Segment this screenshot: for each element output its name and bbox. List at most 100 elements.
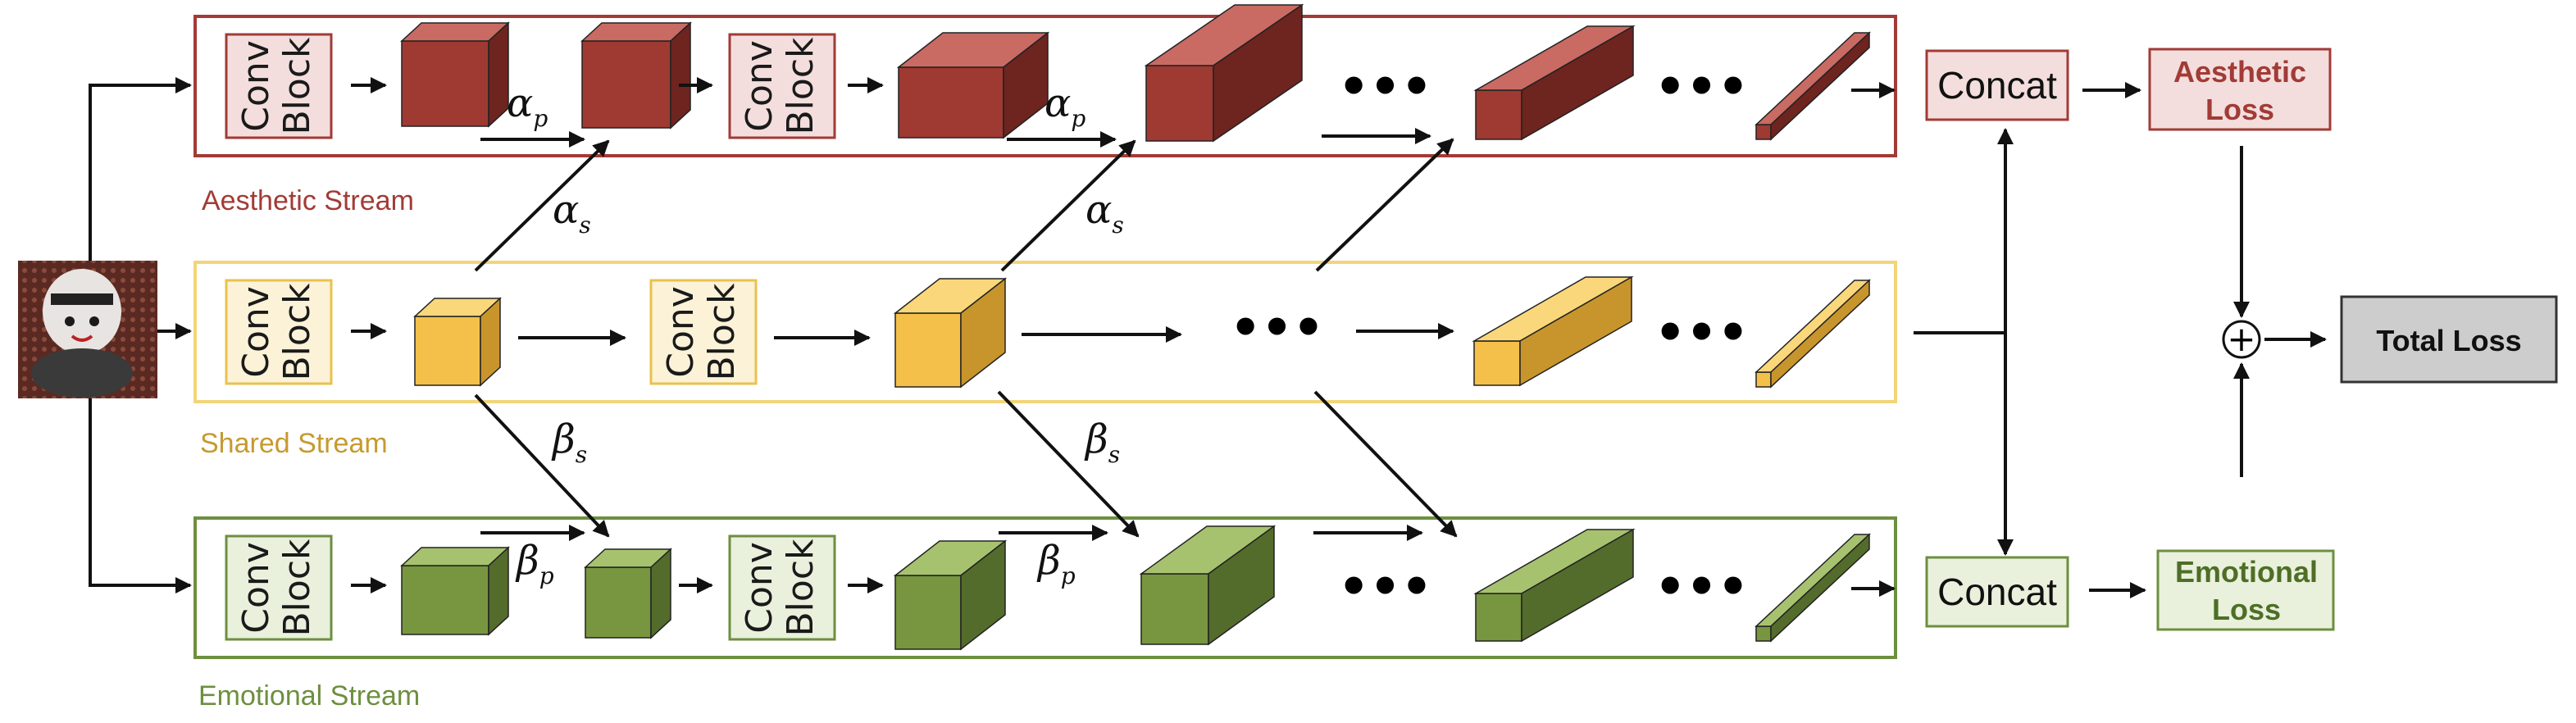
shared-cube-front <box>894 312 962 388</box>
emotional-cube-front <box>894 575 962 650</box>
shared-feature-cube <box>1755 279 1871 389</box>
conv-label-line2: Block <box>780 37 821 135</box>
beta-p-label: βp <box>1036 538 1076 589</box>
total-loss-label: Total Loss <box>2376 324 2521 357</box>
cross-stream-arrows <box>474 138 1458 538</box>
aesthetic-stream-label: Aesthetic Stream <box>202 185 414 216</box>
conv-label-line1: Conv <box>235 286 277 378</box>
aesthetic-cube-front <box>1475 89 1522 140</box>
aesthetic-feature-cube <box>1473 25 1636 141</box>
aesthetic-cube-side <box>1521 25 1634 141</box>
alpha-p-label: αp <box>1045 80 1085 132</box>
emotional-cube-front <box>1755 625 1772 642</box>
emotional-cube-top <box>1755 534 1871 627</box>
shared-output-routing <box>1914 128 2014 556</box>
aesthetic-cube-front <box>581 40 671 129</box>
emotional-cube-side <box>488 546 509 636</box>
sum-node <box>2222 320 2261 359</box>
aesthetic-feature-cube <box>400 21 510 128</box>
conv-label-line2: Block <box>276 539 318 637</box>
aesthetic-loss-line2: Loss <box>2205 93 2274 126</box>
emotional-feature-cube <box>1139 525 1277 646</box>
aesthetic-loss-line1: Aesthetic <box>2173 55 2306 89</box>
emotional-cube-front <box>585 566 652 639</box>
beta-p-label: βp <box>515 538 554 589</box>
concat-label: Concat <box>1937 571 2057 613</box>
conv-block-aesthetic-1 <box>225 33 333 139</box>
shared-cube-side <box>960 277 1006 389</box>
emotional-feature-cube <box>584 548 672 639</box>
emotional-cube-front <box>1140 573 1209 645</box>
emotional-feature-cube <box>1755 533 1871 643</box>
ellipses: ••• ••• ••• ••• ••• ••• <box>1230 58 1749 616</box>
aesthetic-cube-front <box>1755 124 1772 140</box>
shared-cube-front <box>1473 340 1521 386</box>
conv-block-shared-1 <box>225 279 333 385</box>
ellipsis: ••• <box>1338 58 1432 116</box>
aesthetic-feature-cube <box>1755 31 1871 141</box>
plus-icon: + <box>2227 319 2255 359</box>
conv-label-line2: Block <box>276 37 318 135</box>
emotional-feature-cube <box>893 539 1008 651</box>
emotional-cube-side <box>1521 528 1634 643</box>
conv-label-line2: Block <box>276 283 318 381</box>
conv-label-line1: Conv <box>660 286 702 378</box>
conv-block-shared-2 <box>649 279 758 385</box>
shared-stream-box <box>193 261 1897 403</box>
shared-cube-front <box>1755 371 1772 388</box>
aesthetic-cube-side <box>1003 31 1049 139</box>
concat-box-emotional <box>1925 556 2069 628</box>
input-image <box>18 261 157 398</box>
conv-block-emotional-2 <box>728 534 836 641</box>
emotional-loss-line1: Emotional <box>2175 555 2318 589</box>
emotional-cube-front <box>401 565 489 635</box>
aesthetic-feature-cube <box>1144 3 1304 143</box>
beta-s-label: βs <box>551 416 587 468</box>
total-loss-box <box>2340 295 2558 384</box>
emotional-feature-cube <box>1473 528 1636 643</box>
aesthetic-cube-front <box>401 40 489 127</box>
aesthetic-cube-top <box>1755 32 1871 125</box>
conv-label-line2: Block <box>701 283 743 381</box>
concat-box-aesthetic <box>1925 49 2069 121</box>
aesthetic-cube-side <box>1770 31 1870 141</box>
shared-stream-label: Shared Stream <box>200 428 388 459</box>
shared-cube-side <box>1519 275 1632 387</box>
emotional-loss-line2: Loss <box>2212 593 2281 626</box>
aesthetic-cube-side <box>488 21 509 128</box>
aesthetic-cube-front <box>1145 65 1214 142</box>
aesthetic-feature-cube <box>580 21 692 130</box>
emotional-loss-box <box>2156 549 2335 631</box>
coefficient-labels: αp αp αs αs βs βs βp βp <box>507 80 1124 589</box>
shared-cube-front <box>414 316 481 386</box>
ellipsis: ••• <box>1338 558 1432 616</box>
loss-arrows <box>2082 82 2327 598</box>
conv-block-aesthetic-2 <box>728 33 836 139</box>
conv-label-line1: Conv <box>235 40 277 132</box>
conv-blocks <box>225 33 836 641</box>
emotional-cube-front <box>1475 593 1522 642</box>
stream-arrows <box>351 77 1896 597</box>
alpha-s-label: αs <box>1085 187 1124 239</box>
emotional-feature-cube <box>400 546 510 636</box>
ellipsis: ••• <box>1654 304 1749 362</box>
shared-cube-top <box>1755 280 1871 373</box>
conv-label-line2: Block <box>780 539 821 637</box>
aesthetic-cube-side <box>1213 3 1303 143</box>
aesthetic-cube-front <box>898 66 1004 139</box>
shared-feature-cube <box>1472 275 1634 387</box>
emotional-stream-box <box>193 516 1897 659</box>
shared-cube-side <box>1770 279 1870 389</box>
conv-label-line1: Conv <box>739 542 781 634</box>
feature-cubes <box>400 3 1871 651</box>
conv-label-line1: Conv <box>739 40 781 132</box>
conv-label-line1: Conv <box>235 542 277 634</box>
emotional-cube-side <box>650 548 671 639</box>
ellipsis: ••• <box>1654 58 1749 116</box>
aesthetic-loss-box <box>2148 48 2332 131</box>
conv-block-labels: Conv Block Conv Block Conv Block Conv Bl… <box>235 37 821 637</box>
ellipsis: ••• <box>1230 299 1324 357</box>
emotional-cube-side <box>960 539 1006 651</box>
conv-block-emotional-1 <box>225 534 333 641</box>
